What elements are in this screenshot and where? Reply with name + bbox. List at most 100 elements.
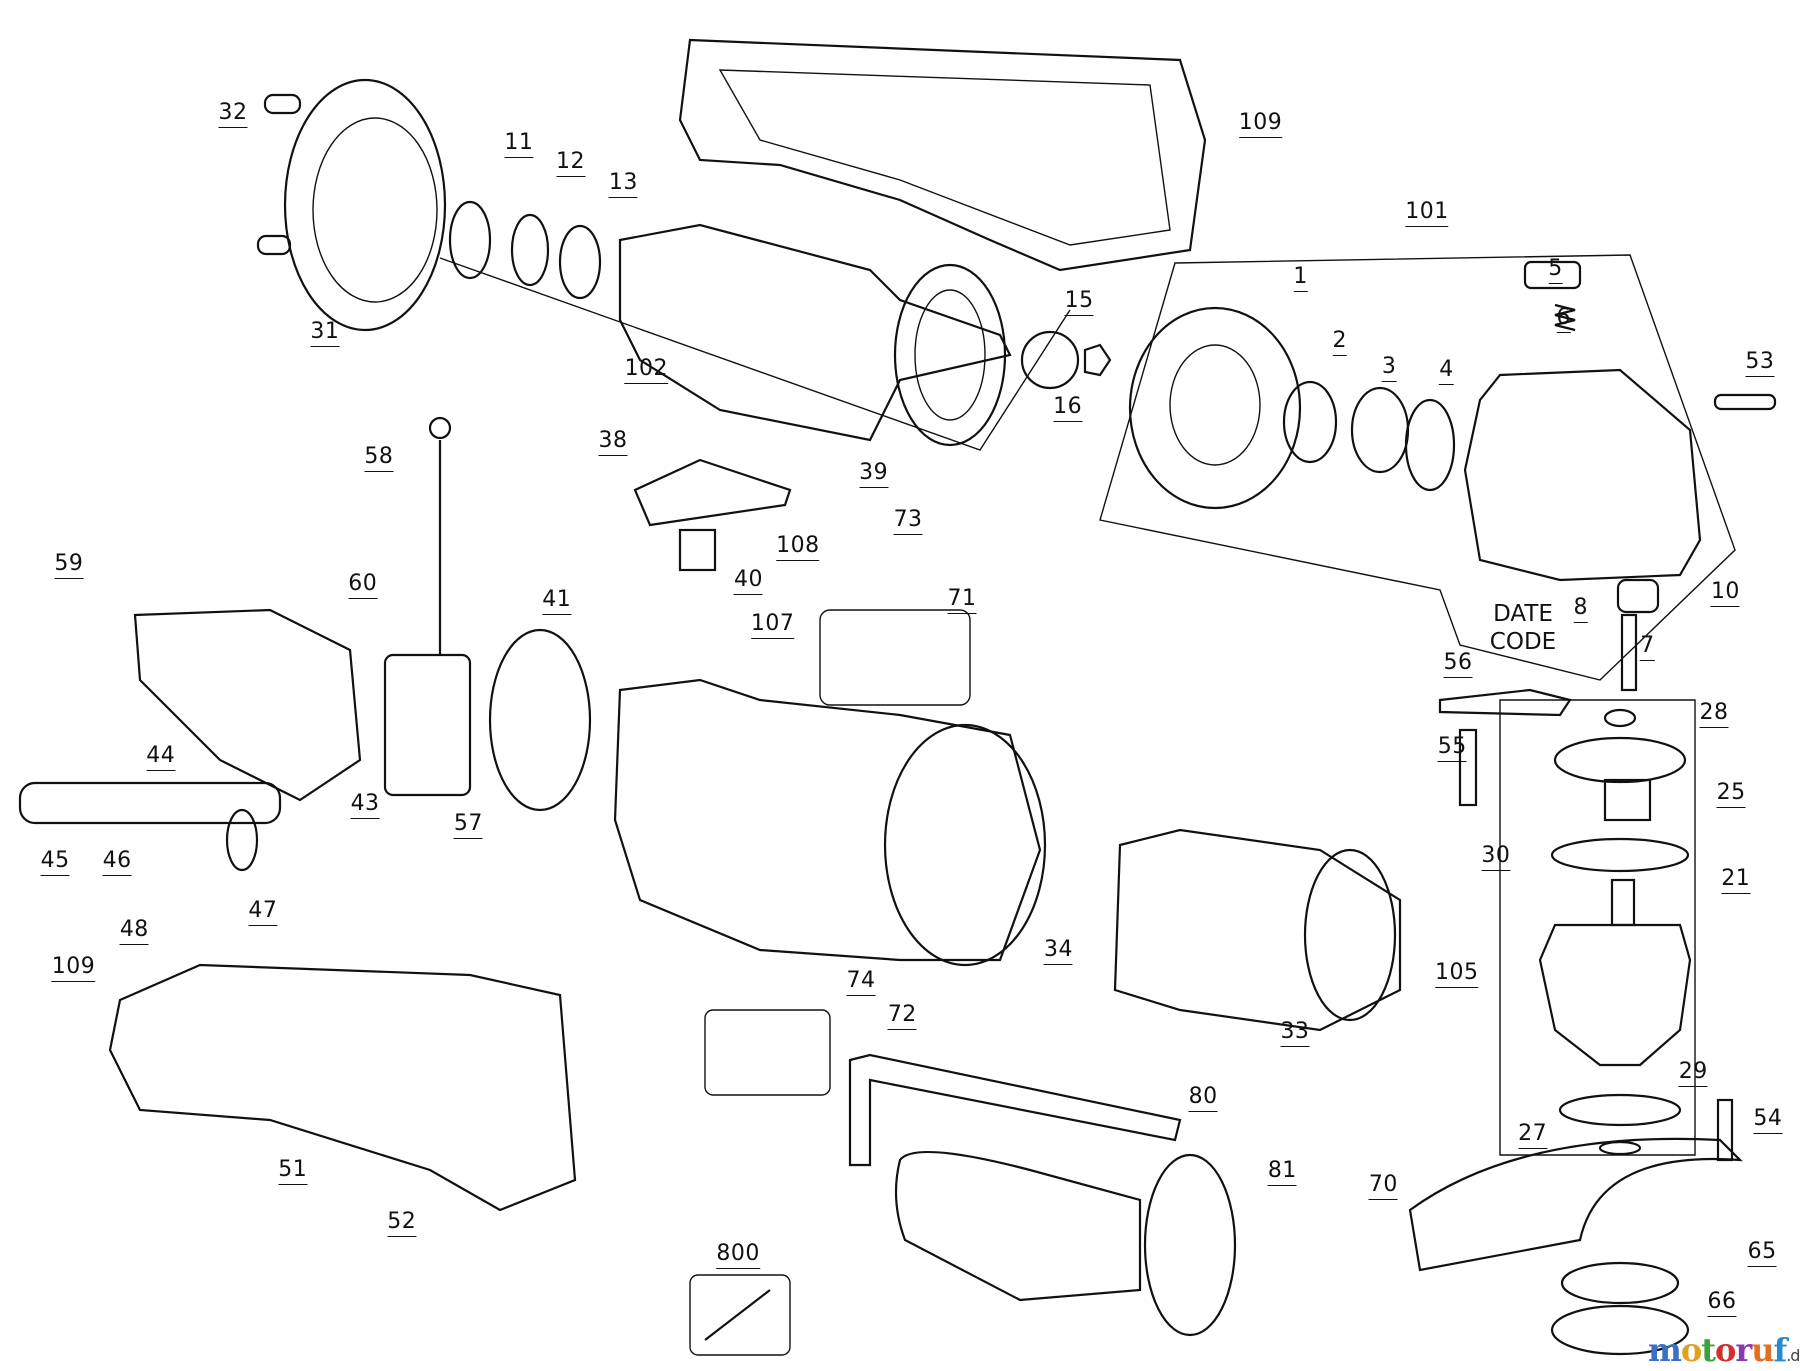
part-label-32: 32	[218, 101, 248, 128]
bearing-11	[448, 200, 492, 280]
date-code: DATE CODE	[1486, 600, 1560, 656]
part-label-2: 2	[1332, 330, 1347, 357]
part-label-13: 13	[608, 171, 638, 198]
retaining-ring-29	[1558, 1093, 1682, 1127]
hex-key	[848, 1053, 1182, 1167]
lock-button-5	[1523, 260, 1582, 290]
part-label-101: 101	[1405, 200, 1449, 227]
part-label-29: 29	[1678, 1060, 1708, 1087]
part-label-102: 102	[624, 357, 669, 384]
part-label-31: 31	[310, 321, 340, 348]
part-label-109: 109	[51, 956, 96, 983]
watermark-letter: t	[1701, 1331, 1716, 1369]
side-handle	[894, 1150, 1142, 1302]
label-71	[819, 609, 971, 706]
part-label-105: 105	[1435, 961, 1479, 988]
pin-7	[1620, 613, 1638, 692]
watermark-letter: r	[1735, 1331, 1752, 1369]
part-label-27: 27	[1518, 1122, 1548, 1149]
part-label-48: 48	[119, 919, 149, 946]
nut-66	[1550, 1304, 1690, 1356]
watermark-letter: f	[1773, 1331, 1787, 1369]
housing-half-bottom	[108, 963, 577, 1212]
watermark-letter: o	[1714, 1331, 1736, 1369]
part-label-45: 45	[40, 850, 70, 877]
part-label-38: 38	[598, 430, 628, 457]
part-label-58: 58	[364, 446, 394, 473]
part-label-108: 108	[776, 534, 820, 561]
spindle-flange-25	[1553, 736, 1687, 784]
part-label-800: 800	[716, 1243, 760, 1270]
watermark-letter: o	[1680, 1331, 1702, 1369]
plate-13	[558, 224, 602, 300]
part-label-56: 56	[1443, 651, 1473, 678]
part-label-7: 7	[1640, 634, 1655, 661]
part-label-1: 1	[1293, 266, 1308, 293]
screw-32	[263, 93, 302, 115]
washer-12	[510, 213, 550, 287]
part-label-30: 30	[1481, 844, 1511, 871]
end-cover	[283, 78, 447, 332]
group-101-outline	[1099, 254, 1736, 681]
motor-housing	[613, 678, 1042, 962]
part-label-25: 25	[1716, 781, 1746, 808]
part-label-39: 39	[859, 462, 889, 489]
watermark-logo: motoruf.de	[1648, 1333, 1800, 1371]
part-label-3: 3	[1381, 355, 1397, 382]
nut-16	[1083, 343, 1112, 377]
gear-assembly	[1538, 923, 1692, 1067]
part-label-74: 74	[846, 969, 876, 996]
part-label-28: 28	[1699, 702, 1729, 729]
guard-70	[1408, 1137, 1743, 1272]
part-label-34: 34	[1043, 938, 1073, 965]
armature-fan	[893, 263, 1007, 447]
flange-65	[1560, 1261, 1680, 1305]
part-label-54: 54	[1753, 1107, 1783, 1134]
part-label-6: 6	[1556, 307, 1571, 334]
group-105-outline	[1499, 699, 1696, 1156]
brush-cover-38	[633, 458, 792, 527]
stator	[1113, 828, 1402, 1032]
watermark-domain: .de	[1786, 1346, 1800, 1365]
part-label-8: 8	[1573, 596, 1589, 623]
bearing-3	[1350, 386, 1410, 474]
part-label-46: 46	[102, 850, 132, 877]
part-label-33: 33	[1280, 1021, 1310, 1048]
part-label-73: 73	[893, 509, 923, 536]
retaining-ring-2	[1282, 380, 1338, 464]
screw-54	[1716, 1098, 1734, 1162]
part-label-12: 12	[556, 151, 586, 178]
part-label-15: 15	[1064, 290, 1094, 317]
kit-800-box	[689, 1274, 791, 1356]
housing-half-top	[678, 38, 1207, 272]
gear-case	[1463, 368, 1702, 582]
part-label-43: 43	[350, 793, 380, 820]
part-label-72: 72	[887, 1004, 917, 1031]
part-label-52: 52	[387, 1210, 417, 1237]
watermark-letter: u	[1751, 1331, 1774, 1369]
part-label-16: 16	[1053, 395, 1083, 422]
part-label-41: 41	[542, 588, 572, 615]
part-label-47: 47	[248, 899, 278, 926]
washer-28	[1603, 708, 1637, 728]
lever-56	[1438, 688, 1572, 717]
date-code-line-2: CODE	[1489, 629, 1557, 655]
rod-46	[18, 781, 282, 825]
watermark-letter: m	[1648, 1331, 1682, 1369]
part-label-53: 53	[1745, 351, 1775, 378]
switch-43	[133, 608, 362, 802]
housing-ring	[883, 723, 1047, 967]
part-label-70: 70	[1368, 1174, 1398, 1201]
spring-6	[1554, 303, 1576, 332]
part-label-65: 65	[1747, 1240, 1777, 1267]
bushing-15	[1020, 330, 1080, 390]
bushing-10	[1616, 578, 1660, 614]
part-label-66: 66	[1707, 1291, 1737, 1318]
part-label-55: 55	[1437, 735, 1467, 762]
part-label-44: 44	[146, 744, 176, 771]
part-label-59: 59	[54, 553, 84, 580]
armature	[618, 223, 1012, 442]
date-code-line-1: DATE	[1493, 601, 1553, 627]
